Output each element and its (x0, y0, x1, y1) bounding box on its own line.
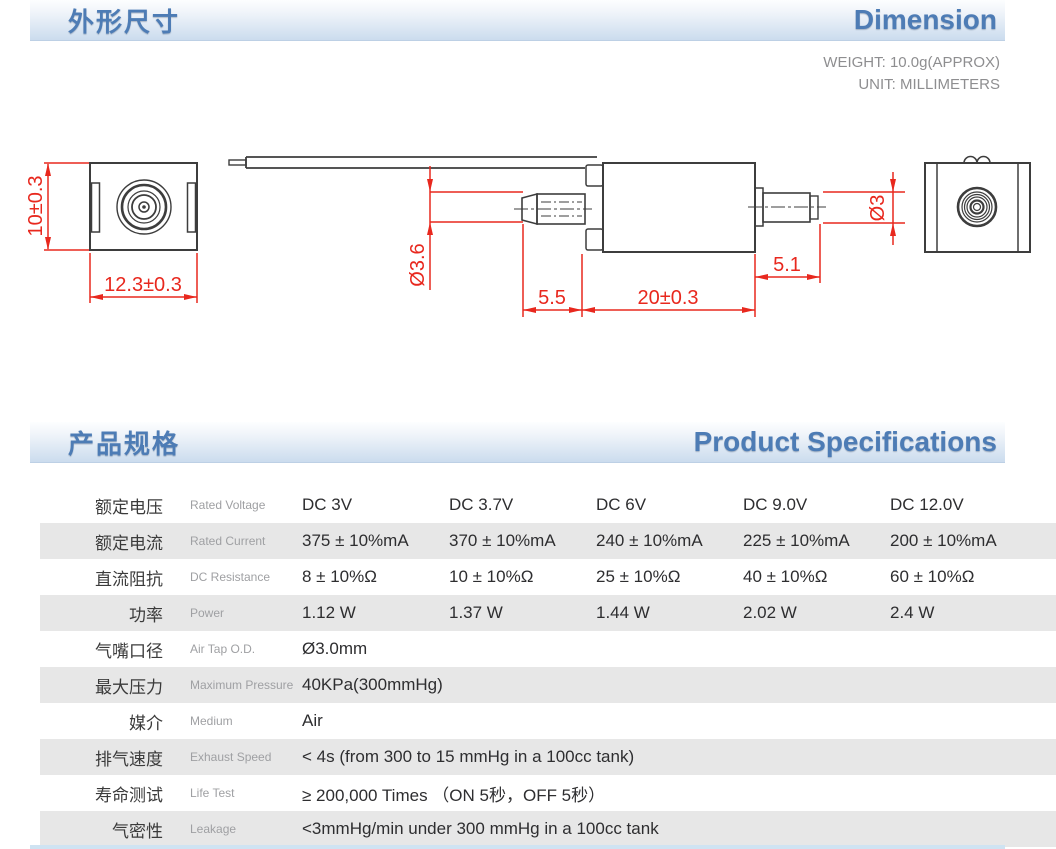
spec-label-zh: 气密性 (112, 821, 163, 841)
spec-value: Air (302, 711, 323, 730)
spec-value: 1.12 W (302, 603, 356, 622)
spec-value: DC 6V (596, 495, 647, 514)
spec-value: 370 ± 10%mA (449, 531, 556, 550)
spec-value: DC 3V (302, 495, 353, 514)
spec-value: 1.37 W (449, 603, 503, 622)
dimension-labels: 10±0.3 12.3±0.3 Ø3.6 5.5 20±0.3 5.1 Ø3 (25, 175, 889, 309)
front-view (89, 162, 198, 251)
spec-row-air-tap-od: 气嘴口径 Air Tap O.D. Ø3.0mm (40, 631, 1056, 667)
spec-value: 2.4 W (890, 603, 935, 622)
spec-label-en: DC Resistance (190, 569, 271, 584)
dimension-drawing: 10±0.3 12.3±0.3 Ø3.6 5.5 20±0.3 5.1 Ø3 (25, 155, 1031, 317)
spec-value: 2.02 W (743, 603, 797, 622)
spec-value: 40KPa(300mmHg) (302, 675, 443, 694)
spec-label-zh: 最大压力 (95, 677, 163, 697)
spec-row-rated-current: 额定电流 Rated Current 375 ± 10%mA 370 ± 10%mA 2… (40, 523, 1056, 559)
dimension-title-en: Dimension (853, 4, 997, 35)
spec-value: ≥ 200,000 Times （ON 5秒，OFF 5秒） (302, 785, 606, 805)
spec-value: 1.44 W (596, 603, 650, 622)
weight-note: WEIGHT: 10.0g(APPROX) (823, 54, 1000, 71)
spec-label-zh: 媒介 (129, 713, 163, 733)
spec-row-life-test: 寿命测试 Life Test ≥ 200,000 Times （ON 5秒，OFF … (40, 775, 1056, 811)
spec-value: Ø3.0mm (302, 639, 368, 658)
spec-label-zh: 气嘴口径 (95, 641, 163, 661)
spec-value: 375 ± 10%mA (302, 531, 409, 550)
spec-label-en: Rated Voltage (190, 497, 266, 512)
spec-value: 240 ± 10%mA (596, 531, 703, 550)
spec-value: 10 ± 10%Ω (449, 567, 534, 586)
spec-label-zh: 功率 (129, 605, 163, 625)
dim-nozzle-od: Ø3.6 (407, 243, 429, 286)
spec-value: <3mmHg/min under 300 mmHg in a 100cc tan… (302, 819, 659, 838)
next-section-band (30, 845, 1005, 849)
spec-label-zh: 额定电流 (95, 533, 163, 553)
spec-value: 200 ± 10%mA (890, 531, 997, 550)
spec-label-en: Air Tap O.D. (190, 641, 256, 656)
dimension-notes: WEIGHT: 10.0g(APPROX) UNIT: MILLIMETERS (823, 52, 1000, 96)
dim-shaft-length: 5.1 (773, 254, 801, 276)
spec-label-en: Life Test (190, 785, 235, 800)
dim-shaft-od: Ø3 (867, 195, 889, 222)
dim-front-width: 12.3±0.3 (104, 274, 182, 296)
spec-label-zh: 排气速度 (95, 749, 163, 769)
dim-front-height: 10±0.3 (25, 175, 47, 236)
spec-row-power: 功率 Power 1.12 W 1.37 W 1.44 W 2.02 W 2.4 W (40, 595, 1056, 631)
spec-label-en: Maximum Pressure (190, 677, 294, 692)
spec-label-zh: 直流阻抗 (95, 569, 163, 589)
spec-row-leakage: 气密性 Leakage <3mmHg/min under 300 mmHg in a… (40, 811, 1056, 847)
side-view (228, 156, 826, 253)
spec-value: DC 9.0V (743, 495, 808, 514)
dimension-title-zh: 外形尺寸 (68, 6, 181, 37)
rear-view (924, 155, 1031, 253)
spec-title-en: Product Specifications (693, 426, 997, 457)
spec-label-en: Exhaust Speed (190, 749, 272, 764)
spec-section-header: 产品规格 Product Specifications (30, 422, 1005, 463)
dim-body-length: 20±0.3 (637, 287, 698, 309)
dimension-arrowheads (45, 163, 896, 313)
spec-row-max-pressure: 最大压力 Maximum Pressure 40KPa(300mmHg) (40, 667, 1056, 703)
spec-value: 25 ± 10%Ω (596, 567, 681, 586)
spec-value: DC 12.0V (890, 495, 964, 514)
spec-title-zh: 产品规格 (68, 428, 181, 459)
spec-value: 60 ± 10%Ω (890, 567, 975, 586)
spec-row-rated-voltage: 额定电压 Rated Voltage DC 3V DC 3.7V DC 6V DC 9.0… (40, 487, 1056, 523)
spec-value: 40 ± 10%Ω (743, 567, 828, 586)
spec-label-zh: 额定电压 (95, 497, 163, 517)
spec-value: 8 ± 10%Ω (302, 567, 377, 586)
spec-table: 额定电压 Rated Voltage DC 3V DC 3.7V DC 6V DC 9.0… (40, 487, 1056, 847)
dim-nozzle-length: 5.5 (538, 287, 566, 309)
spec-row-dc-resistance: 直流阻抗 DC Resistance 8 ± 10%Ω 10 ± 10%Ω 25 ± 1… (40, 559, 1056, 595)
spec-value: 225 ± 10%mA (743, 531, 850, 550)
spec-value: < 4s (from 300 to 15 mmHg in a 100cc tan… (302, 747, 635, 766)
spec-label-en: Leakage (190, 821, 237, 836)
spec-label-en: Medium (190, 713, 233, 728)
spec-value: DC 3.7V (449, 495, 514, 514)
unit-note: UNIT: MILLIMETERS (858, 76, 1000, 93)
dimension-section-header: 外形尺寸 Dimension (30, 0, 1005, 41)
spec-row-medium: 媒介 Medium Air (40, 703, 1056, 739)
spec-label-zh: 寿命测试 (95, 785, 163, 805)
spec-label-en: Rated Current (190, 533, 266, 548)
spec-row-exhaust-speed: 排气速度 Exhaust Speed < 4s (from 300 to 15 mm… (40, 739, 1056, 775)
spec-label-en: Power (190, 605, 225, 620)
